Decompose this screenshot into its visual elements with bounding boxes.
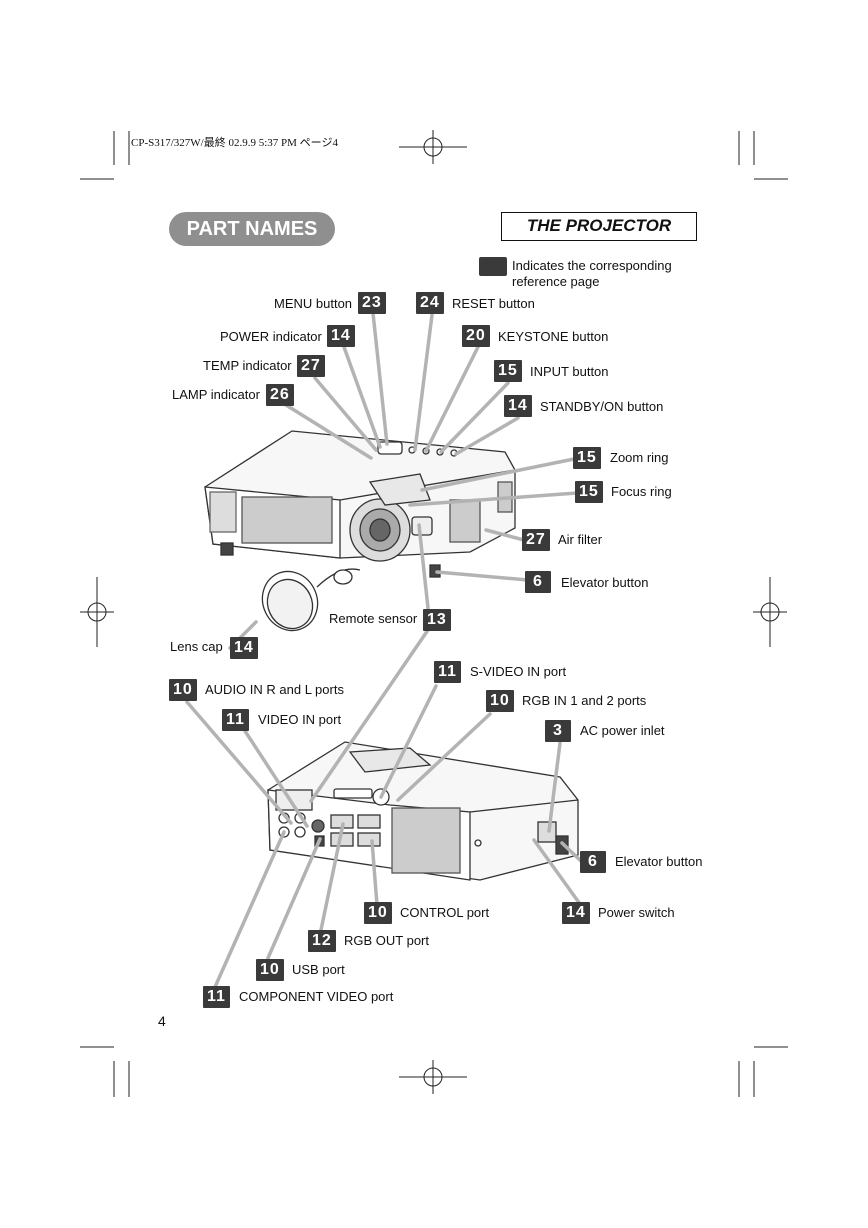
rgb-out-port-label: RGB OUT port — [344, 933, 430, 948]
print-header: CP-S317/327W/最終 02.9.9 5:37 PM ページ4 — [131, 137, 338, 149]
air-filter-page: 27 — [522, 529, 550, 551]
legend-line-2: reference page — [512, 274, 600, 289]
reset-button-page: 24 — [416, 292, 444, 314]
power-indicator-label: POWER indicator — [220, 329, 322, 344]
zoom-ring-page: 15 — [573, 447, 601, 469]
s-video-port-page: 11 — [434, 661, 461, 683]
lamp-indicator-label: LAMP indicator — [172, 387, 260, 402]
lens-cap-page: 14 — [230, 637, 258, 659]
legend-text: Indicates the corresponding reference pa… — [512, 258, 672, 290]
remote-sensor-page: 13 — [423, 609, 451, 631]
standby-button-page: 14 — [504, 395, 532, 417]
remote-sensor-label: Remote sensor — [329, 611, 418, 626]
input-button-label: INPUT button — [530, 364, 609, 379]
elevator-button-front-label: Elevator button — [561, 575, 649, 590]
elevator-button-rear-label: Elevator button — [615, 854, 703, 869]
elevator-button-rear-page: 6 — [580, 851, 606, 873]
ac-power-inlet-page: 3 — [545, 720, 571, 742]
air-filter-label: Air filter — [558, 532, 603, 547]
section-title: PART NAMES — [169, 212, 335, 246]
rgb-in-ports-label: RGB IN 1 and 2 ports — [522, 693, 647, 708]
control-port-label: CONTROL port — [400, 905, 490, 920]
component-video-port-label: COMPONENT VIDEO port — [239, 989, 394, 1004]
page-number: 4 — [158, 1013, 166, 1029]
projector-front-view — [204, 430, 516, 632]
video-in-port-label: VIDEO IN port — [258, 712, 342, 727]
s-video-port-label: S-VIDEO IN port — [470, 664, 567, 679]
section-subtitle: THE PROJECTOR — [501, 212, 697, 241]
elevator-button-front-page: 6 — [525, 571, 551, 593]
usb-port-page: 10 — [256, 959, 284, 981]
rgb-in-ports-page: 10 — [486, 690, 514, 712]
audio-in-ports-page: 10 — [169, 679, 197, 701]
usb-port-label: USB port — [292, 962, 345, 977]
menu-button-label: MENU button — [274, 296, 353, 311]
reset-button-label: RESET button — [452, 296, 535, 311]
lens-cap-label: Lens cap — [170, 639, 223, 654]
temp-indicator-page: 27 — [297, 355, 325, 377]
standby-button-label: STANDBY/ON button — [540, 399, 664, 414]
component-video-port-page: 11 — [203, 986, 230, 1008]
audio-in-ports-label: AUDIO IN R and L ports — [205, 682, 344, 697]
legend-line-1: Indicates the corresponding — [512, 258, 672, 273]
keystone-button-label: KEYSTONE button — [498, 329, 609, 344]
input-button-page: 15 — [494, 360, 522, 382]
keystone-button-page: 20 — [462, 325, 490, 347]
projector-rear-view — [267, 741, 579, 881]
focus-ring-page: 15 — [575, 481, 603, 503]
power-indicator-page: 14 — [327, 325, 355, 347]
video-in-port-page: 11 — [222, 709, 249, 731]
menu-button-page: 23 — [358, 292, 386, 314]
focus-ring-label: Focus ring — [611, 484, 672, 499]
book-icon — [479, 257, 507, 276]
zoom-ring-label: Zoom ring — [610, 450, 669, 465]
lamp-indicator-page: 26 — [266, 384, 294, 406]
rgb-out-port-page: 12 — [308, 930, 336, 952]
ac-power-inlet-label: AC power inlet — [580, 723, 665, 738]
control-port-page: 10 — [364, 902, 392, 924]
temp-indicator-label: TEMP indicator — [203, 358, 292, 373]
power-switch-page: 14 — [562, 902, 590, 924]
power-switch-label: Power switch — [598, 905, 675, 920]
